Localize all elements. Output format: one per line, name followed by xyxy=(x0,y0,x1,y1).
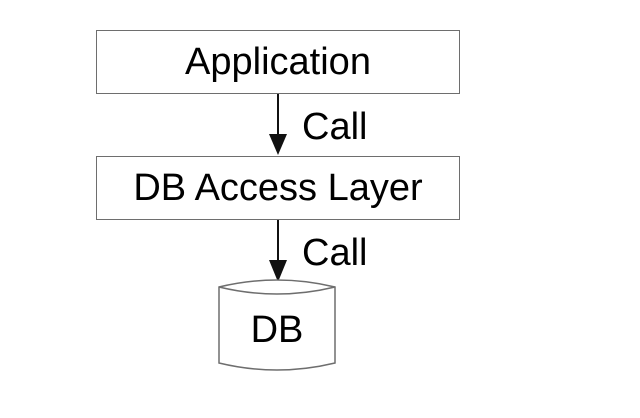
arrow-app-to-dal xyxy=(269,94,287,155)
database-label: DB xyxy=(250,309,304,351)
database-cylinder-icon xyxy=(218,279,336,371)
db-access-layer-box: DB Access Layer xyxy=(96,156,460,220)
application-label: Application xyxy=(185,41,371,83)
db-access-layer-label: DB Access Layer xyxy=(133,167,423,209)
arrow-dal-to-db xyxy=(269,220,287,282)
call-label-2: Call xyxy=(302,232,368,274)
application-box: Application xyxy=(96,30,460,94)
call-label-1: Call xyxy=(302,106,368,148)
